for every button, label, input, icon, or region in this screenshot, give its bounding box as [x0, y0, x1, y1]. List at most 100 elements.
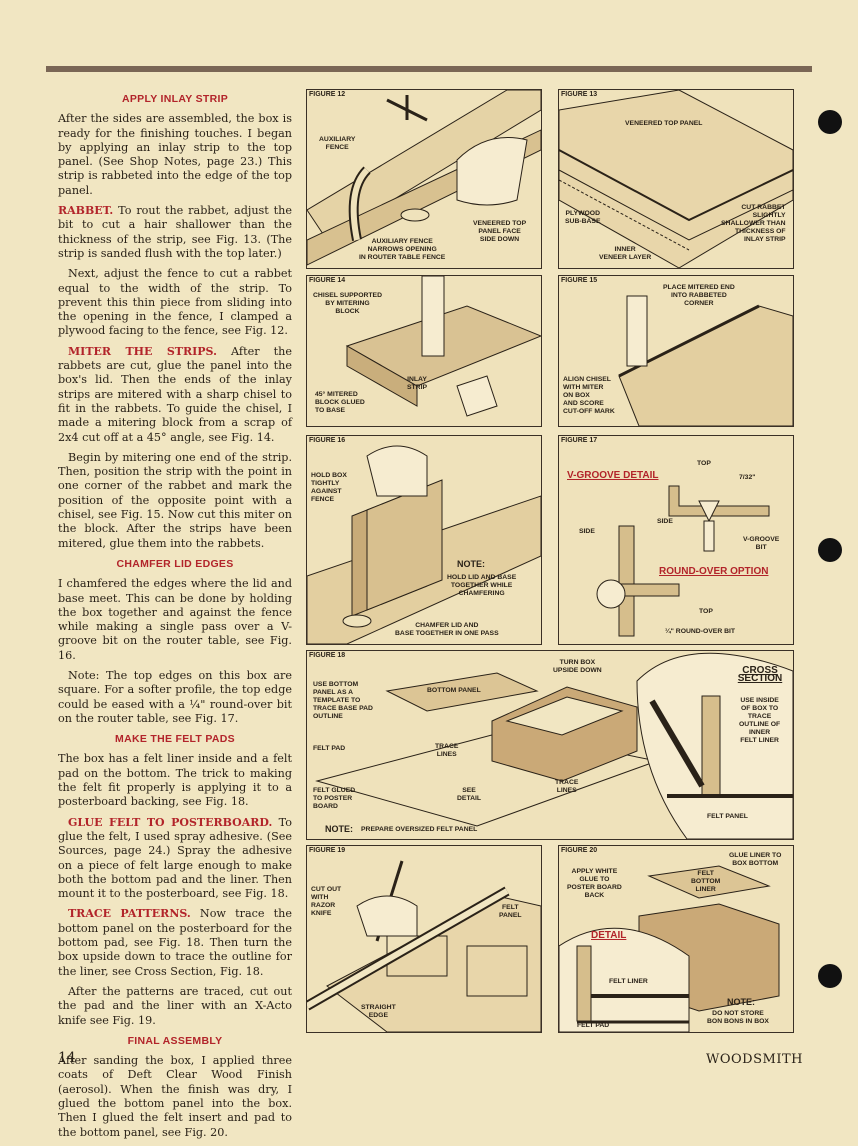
figure-12-tag: FIGURE 12: [309, 91, 346, 98]
figure-20-label: FELT BOTTOM LINER: [691, 870, 721, 893]
body-paragraph: I chamfered the edges where the lid and …: [58, 577, 292, 663]
figure-19: FIGURE 19 CUT OUT WITH RAZOR KNIFE FELT …: [306, 845, 542, 1033]
figure-17-label: 7/32": [739, 474, 756, 481]
figure-14-label: INLAY STRIP: [407, 376, 428, 391]
figure-16-label: HOLD LID AND BASE TOGETHER WHILE CHAMFER…: [447, 574, 517, 597]
figure-18-label: TRACE LINES: [555, 779, 579, 794]
binder-hole: [818, 538, 842, 562]
figure-15: FIGURE 15 PLACE MITERED END INTO RABBETE…: [558, 275, 794, 427]
figure-13-label: INNER VENEER LAYER: [599, 246, 652, 261]
figure-19-label: STRAIGHT EDGE: [361, 1004, 396, 1019]
paragraph-text: To glue the felt, I used spray adhesive.…: [58, 815, 292, 901]
figure-13-tag: FIGURE 13: [561, 91, 598, 98]
body-paragraph: After the patterns are traced, cut out t…: [58, 985, 292, 1028]
body-paragraph: TRACE PATTERNS. Now trace the bottom pan…: [58, 907, 292, 978]
figure-19-label: FELT PANEL: [499, 904, 522, 919]
figure-14-label: CHISEL SUPPORTED BY MITERING BLOCK: [313, 292, 382, 315]
figure-18-label: PREPARE OVERSIZED FELT PANEL: [361, 826, 478, 833]
figure-18-label: FELT PAD: [313, 745, 346, 752]
figure-15-illustration: [618, 295, 793, 426]
section-heading: FINAL ASSEMBLY: [127, 1034, 223, 1047]
figure-18: FIGURE 18 USE BOTTOM PANEL AS A TEMPLATE…: [306, 650, 794, 840]
figure-16: FIGURE 16 HOLD BOX TIGHTLY AGAINST FENCE…: [306, 435, 542, 645]
figure-13-label: PLYWOOD SUB-BASE: [565, 210, 601, 225]
figure-18-label: USE BOTTOM PANEL AS A TEMPLATE TO TRACE …: [313, 681, 373, 720]
figure-17-label: ¼" ROUND-OVER BIT: [665, 628, 736, 635]
figure-18-tag: FIGURE 18: [309, 652, 346, 659]
body-paragraph: RABBET. To rout the rabbet, adjust the b…: [58, 204, 292, 261]
round-over-option-title: ROUND-OVER OPTION: [659, 566, 769, 577]
figure-20: FIGURE 20 GLUE LINER TO BOX BOTTOM APPLY…: [558, 845, 794, 1033]
figure-18-label: TRACE LINES: [435, 743, 459, 758]
figure-15-label: ALIGN CHISEL WITH MITER ON BOX AND SCORE…: [563, 376, 615, 415]
paragraph-text: After sanding the box, I applied three c…: [58, 1054, 292, 1139]
figure-16-label: HOLD BOX TIGHTLY AGAINST FENCE: [311, 472, 347, 503]
figure-12-label: AUXILIARY FENCE NARROWS OPENING IN ROUTE…: [359, 238, 446, 261]
paragraph-text: To rout the rabbet, adjust the bit to cu…: [58, 204, 292, 260]
figure-18-label: BOTTOM PANEL: [427, 687, 481, 694]
figure-18-label: FELT GLUED TO POSTER BOARD: [313, 787, 356, 810]
body-paragraph: Begin by mitering one end of the strip. …: [58, 451, 292, 551]
figure-12-label: VENEERED TOP PANEL FACE SIDE DOWN: [473, 220, 527, 243]
figure-20-illustration: [559, 865, 780, 1032]
figure-14-tag: FIGURE 14: [309, 277, 346, 284]
body-paragraph: Note: The top edges on this box are squa…: [58, 669, 292, 726]
paragraph-text: Next, adjust the fence to cut a rabbet e…: [58, 267, 292, 338]
figure-16-label: CHAMFER LID AND BASE TOGETHER IN ONE PAS…: [395, 622, 499, 637]
figure-19-illustration: [307, 860, 541, 1032]
body-paragraph: After sanding the box, I applied three c…: [58, 1054, 292, 1140]
figure-17-label: V-GROOVE BIT: [743, 536, 780, 551]
figure-14-illustration: [345, 276, 541, 417]
body-paragraph: Next, adjust the fence to cut a rabbet e…: [58, 267, 292, 338]
figure-17-label: TOP: [699, 608, 713, 615]
figure-13: FIGURE 13 VENEERED TOP PANEL PLYWOOD SUB…: [558, 89, 794, 269]
paragraph-text: After the rabbets are cut, glue the pane…: [58, 344, 292, 444]
figure-18-label: SEE DETAIL: [457, 787, 482, 802]
cross-section-title: CROSS SECTION: [737, 665, 783, 684]
figure-20-note: NOTE:: [727, 997, 755, 1007]
figure-18-illustration: [315, 652, 793, 839]
run-in-heading: RABBET.: [58, 204, 114, 218]
section-heading: APPLY INLAY STRIP: [121, 93, 229, 105]
v-groove-detail-title: V-GROOVE DETAIL: [567, 470, 659, 481]
figure-15-tag: FIGURE 15: [561, 277, 598, 284]
paragraph-text: Begin by mitering one end of the strip. …: [58, 450, 292, 550]
detail-title: DETAIL: [591, 930, 627, 941]
figure-20-label: DO NOT STORE BON BONS IN BOX: [707, 1010, 769, 1025]
figure-20-label: FELT PAD: [577, 1022, 610, 1029]
figure-12-illustration: [307, 90, 541, 266]
figure-17-illustration: [596, 485, 770, 637]
figure-18-note: NOTE:: [325, 824, 353, 834]
run-in-heading: MITER THE STRIPS.: [68, 344, 217, 358]
figure-13-label: VENEERED TOP PANEL: [625, 120, 703, 127]
figure-13-label: CUT RABBET SLIGHTLY SHALLOWER THAN THICK…: [721, 204, 786, 243]
figure-18-label: TURN BOX UPSIDE DOWN: [553, 659, 602, 674]
magazine-name: WOODSMITH: [706, 1052, 803, 1067]
body-paragraph: MITER THE STRIPS. After the rabbets are …: [58, 345, 292, 445]
run-in-heading: GLUE FELT TO POSTERBOARD.: [68, 815, 273, 829]
section-heading: CHAMFER LID EDGES: [116, 557, 234, 570]
figure-20-label: GLUE LINER TO BOX BOTTOM: [729, 852, 782, 867]
body-paragraph: After the sides are assembled, the box i…: [58, 112, 292, 198]
article-column: APPLY INLAY STRIP After the sides are ass…: [58, 92, 292, 1146]
figure-17: FIGURE 17 V-GROOVE DETAIL TOP 7/32" SIDE…: [558, 435, 794, 645]
run-in-heading: TRACE PATTERNS.: [68, 907, 191, 921]
figure-12-label: AUXILIARY FENCE: [319, 136, 356, 151]
figure-15-label: PLACE MITERED END INTO RABBETED CORNER: [663, 284, 735, 307]
figure-19-tag: FIGURE 19: [309, 847, 346, 854]
top-rule: [46, 66, 812, 72]
paragraph-text: Note: The top edges on this box are squa…: [58, 668, 292, 725]
paragraph-text: After the sides are assembled, the box i…: [58, 112, 292, 197]
figure-17-label: TOP: [697, 460, 711, 467]
paragraph-text: Now trace the bottom panel on the poster…: [58, 907, 292, 978]
figure-17-label: SIDE: [657, 518, 673, 525]
figure-17-label: SIDE: [579, 528, 595, 535]
section-heading: MAKE THE FELT PADS: [115, 733, 235, 746]
paragraph-text: The box has a felt liner inside and a fe…: [58, 752, 292, 809]
figure-14: FIGURE 14 CHISEL SUPPORTED BY MITERING B…: [306, 275, 542, 427]
figure-16-note: NOTE:: [457, 559, 485, 569]
figure-20-tag: FIGURE 20: [561, 847, 598, 854]
figure-18-label: FELT PANEL: [707, 813, 748, 820]
paragraph-text: I chamfered the edges where the lid and …: [58, 577, 292, 662]
figure-12: FIGURE 12 AUXILIARY FENCE AUXILIARY FENC…: [306, 89, 542, 269]
